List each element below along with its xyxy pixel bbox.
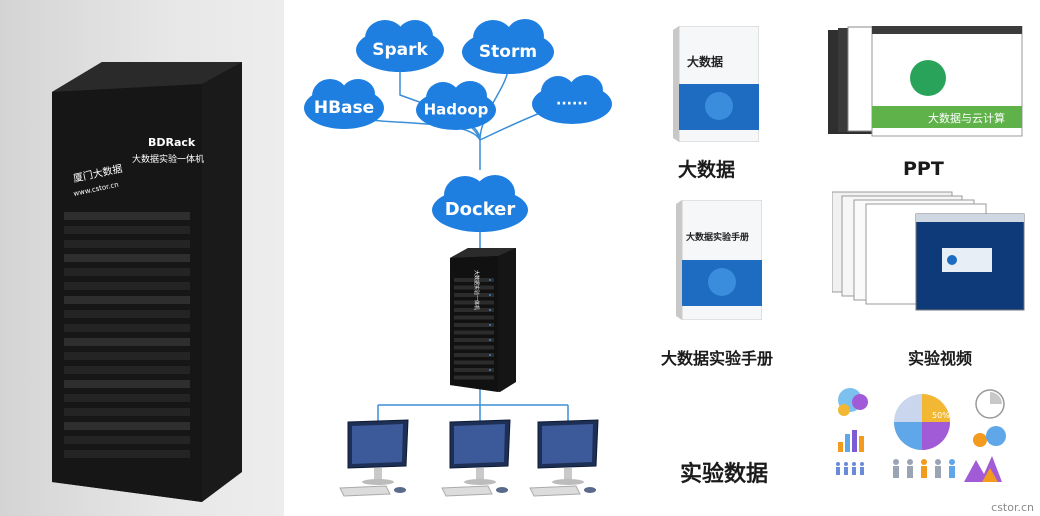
server-icon: 大数据实验一体机 <box>450 248 516 392</box>
people-icons-2 <box>893 459 955 478</box>
people-icons-1 <box>836 462 864 475</box>
watermark: cstor.cn <box>991 501 1034 514</box>
cloud-hadoop-label: Hadoop <box>424 101 489 119</box>
monitor-icon <box>339 419 409 497</box>
server-label-text: 大数据实验一体机 <box>473 270 480 310</box>
cloud-hadoop: Hadoop <box>416 81 496 130</box>
book2-cover-title: 大数据实验手册 <box>686 231 749 243</box>
rack-subtitle-text: 大数据实验一体机 <box>132 153 204 165</box>
client-computers <box>339 419 599 497</box>
pie-chart: 50% <box>894 394 950 450</box>
cloud-docker-label: Docker <box>445 199 516 220</box>
book-lab-manual: 大数据实验手册 <box>676 199 763 321</box>
cloud-docker: Docker <box>432 175 528 232</box>
rack-model-text: BDRack <box>148 136 196 149</box>
cloud-storm: Storm <box>462 19 554 74</box>
product-panel: BDRack 大数据实验一体机 厦门大数据 www.cstor.cn <box>0 0 284 516</box>
ppt-slides: 大数据与云计算 <box>828 25 1028 138</box>
caption-video: 实验视频 <box>908 349 973 368</box>
monitor-icon <box>441 419 511 497</box>
caption-big-data: 大数据 <box>678 159 736 181</box>
book-big-data: 大数据 <box>673 25 760 143</box>
rack-server-image: BDRack 大数据实验一体机 厦门大数据 www.cstor.cn <box>52 62 242 502</box>
cloud-hbase-label: HBase <box>314 98 374 118</box>
data-infographics: 50% <box>836 388 1006 482</box>
caption-ppt: PPT <box>903 158 944 180</box>
cloud-storm-label: Storm <box>479 42 537 62</box>
rack-vent-slots <box>64 212 190 458</box>
cloud-more: ······ <box>532 75 612 124</box>
cloud-spark: Spark <box>356 20 444 72</box>
caption-lab-data: 实验数据 <box>680 462 769 487</box>
cloud-spark-label: Spark <box>372 40 428 60</box>
pie-percent-label: 50% <box>932 411 950 420</box>
cloud-hbase: HBase <box>304 79 384 129</box>
monitor-icon <box>529 419 599 497</box>
caption-lab-manual: 大数据实验手册 <box>661 349 774 368</box>
cloud-more-label: ······ <box>556 96 588 112</box>
ppt-banner-text: 大数据与云计算 <box>928 111 1005 125</box>
video-screenshots <box>831 186 1026 314</box>
architecture-diagram: Spark Storm HBase Hadoop ······ Docker 大… <box>304 19 612 497</box>
book1-cover-title: 大数据 <box>687 54 723 69</box>
